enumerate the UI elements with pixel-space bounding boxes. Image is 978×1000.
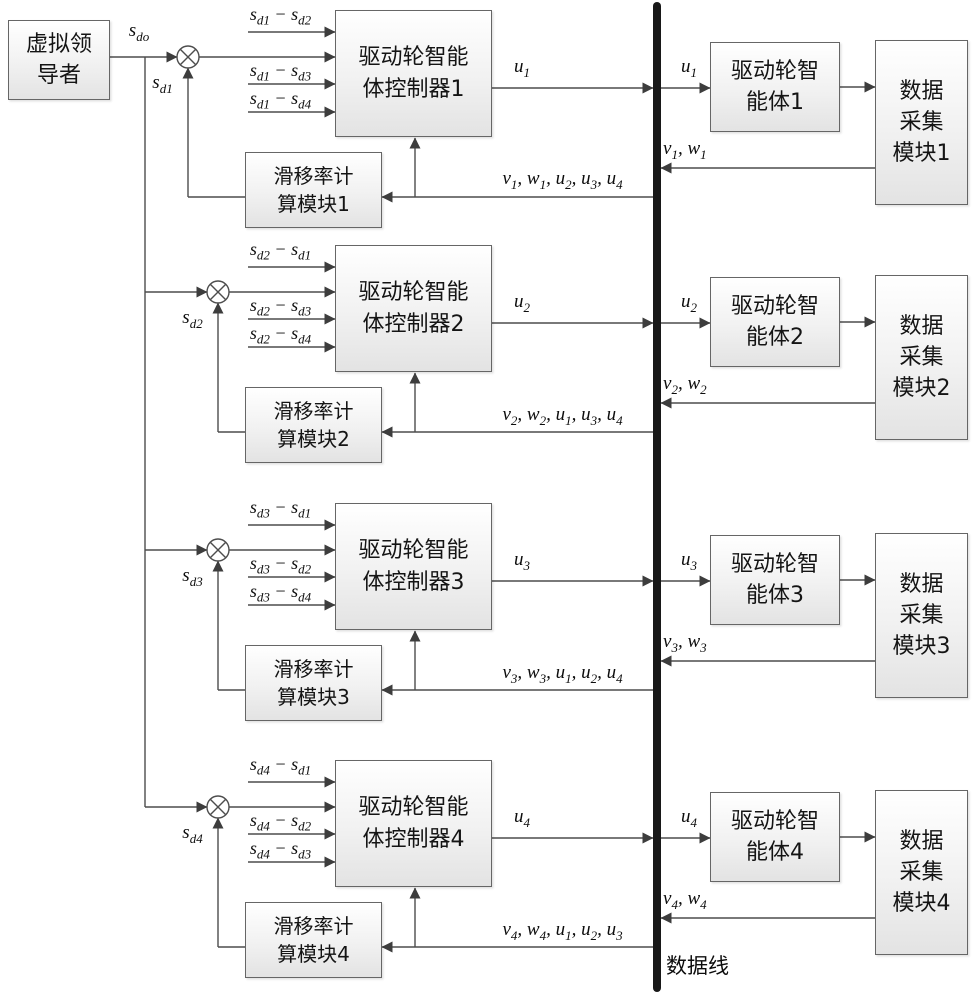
feedback-label-3: v3, w3, u1, u2, u4: [502, 662, 623, 686]
daq-module-box-2: 数据 采集 模块2: [875, 275, 968, 440]
feedback-label-2: v2, w2, u1, u3, u4: [502, 404, 623, 428]
diff-label-1-1: sd1 − sd2: [249, 4, 312, 28]
agent-box-4: 驱动轮智 能体4: [710, 792, 840, 882]
feedback-label-4: v4, w4, u1, u2, u3: [502, 919, 623, 943]
sum-feedback-label-4: sd4: [182, 822, 203, 846]
slip-module-box-4: 滑移率计 算模块4: [245, 902, 382, 978]
slip-module-box-2: 滑移率计 算模块2: [245, 387, 382, 463]
vw-label-3: v3, w3: [663, 631, 707, 655]
u-label-right-1: u1: [681, 56, 697, 80]
u-label-left-2: u2: [514, 291, 530, 315]
diff-label-4-2: sd4 − sd2: [249, 810, 312, 834]
diff-label-1-3: sd1 − sd4: [249, 88, 312, 112]
controller-box-2: 驱动轮智能 体控制器2: [335, 245, 492, 372]
u-label-left-4: u4: [514, 806, 530, 830]
data-bus-label: 数据线: [666, 954, 729, 978]
u-label-right-4: u4: [681, 806, 697, 830]
diff-label-4-1: sd4 − sd1: [249, 754, 312, 778]
agent-box-2: 驱动轮智 能体2: [710, 277, 840, 367]
channel-3-wires: [145, 519, 876, 696]
vw-label-4: v4, w4: [663, 888, 707, 912]
channel-2-wires: [145, 261, 876, 438]
sum-junction-3: [206, 538, 230, 562]
sum-junction-1: [176, 45, 200, 69]
channel-1-wires: [110, 26, 876, 203]
sum-feedback-label-1: sd1: [152, 72, 173, 96]
slip-module-box-1: 滑移率计 算模块1: [245, 152, 382, 228]
sdo-label: sdo: [128, 20, 150, 44]
sum-feedback-label-3: sd3: [182, 565, 203, 589]
sum-junction-4: [206, 795, 230, 819]
controller-box-4: 驱动轮智能 体控制器4: [335, 760, 492, 887]
virtual-leader-box: 虚拟领 导者: [8, 20, 110, 100]
daq-module-box-1: 数据 采集 模块1: [875, 40, 968, 205]
controller-box-3: 驱动轮智能 体控制器3: [335, 503, 492, 630]
feedback-label-1: v1, w1, u2, u3, u4: [502, 168, 623, 192]
diff-label-2-1: sd2 − sd1: [249, 239, 312, 263]
diff-label-4-3: sd4 − sd3: [249, 838, 312, 862]
slip-module-box-3: 滑移率计 算模块3: [245, 645, 382, 721]
diff-label-3-2: sd3 − sd2: [249, 553, 312, 577]
vw-label-2: v2, w2: [663, 373, 707, 397]
diff-label-3-1: sd3 − sd1: [249, 497, 312, 521]
u-label-left-3: u3: [514, 549, 530, 573]
diff-label-2-2: sd2 − sd3: [249, 295, 312, 319]
vw-label-1: v1, w1: [663, 138, 707, 162]
sum-feedback-label-2: sd2: [182, 307, 203, 331]
u-label-right-2: u2: [681, 291, 697, 315]
channel-4-wires: [145, 776, 876, 953]
daq-module-box-3: 数据 采集 模块3: [875, 533, 968, 698]
diff-label-2-3: sd2 − sd4: [249, 323, 312, 347]
daq-module-box-4: 数据 采集 模块4: [875, 790, 968, 955]
agent-box-1: 驱动轮智 能体1: [710, 42, 840, 132]
sum-junction-2: [206, 280, 230, 304]
u-label-right-3: u3: [681, 549, 697, 573]
u-label-left-1: u1: [514, 56, 530, 80]
diff-label-1-2: sd1 − sd3: [249, 60, 312, 84]
agent-box-3: 驱动轮智 能体3: [710, 535, 840, 625]
controller-box-1: 驱动轮智能 体控制器1: [335, 10, 492, 137]
diff-label-3-3: sd3 − sd4: [249, 581, 312, 605]
